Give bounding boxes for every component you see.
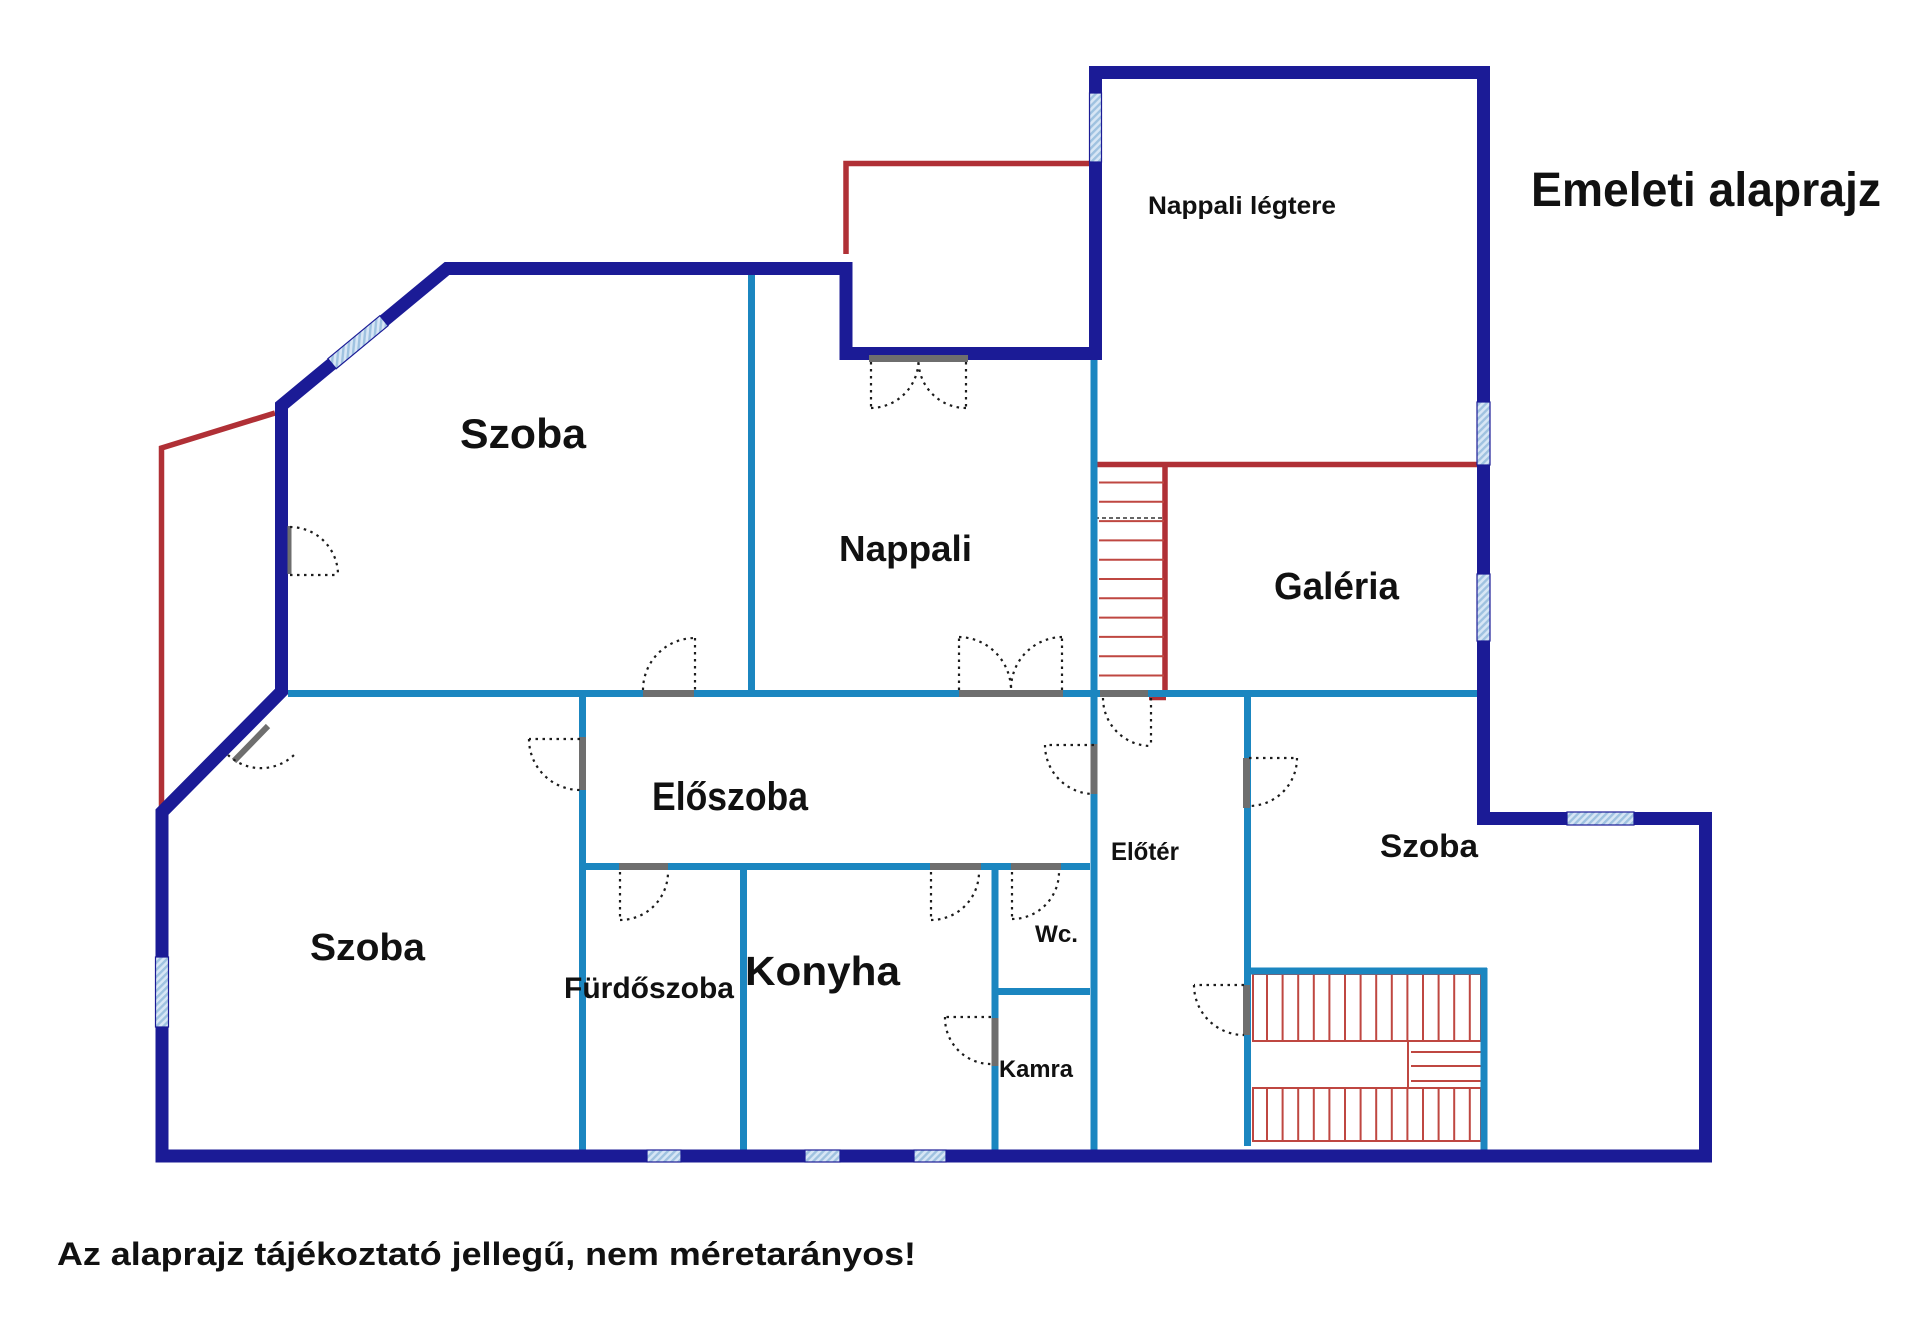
svg-text:Kamra: Kamra [999,1056,1074,1083]
svg-text:Szoba: Szoba [460,410,587,457]
svg-text:Szoba: Szoba [1380,828,1478,864]
svg-text:Konyha: Konyha [745,948,901,994]
svg-text:Nappali légtere: Nappali légtere [1148,192,1336,220]
svg-text:Előszoba: Előszoba [652,775,809,819]
svg-text:Fürdőszoba: Fürdőszoba [564,972,734,1005]
svg-text:Emeleti alaprajz: Emeleti alaprajz [1531,164,1881,217]
svg-text:Előtér: Előtér [1111,838,1179,866]
svg-text:Az alaprajz tájékoztató jelleg: Az alaprajz tájékoztató jellegű, nem mér… [57,1236,916,1272]
svg-text:Nappali: Nappali [839,528,972,569]
svg-text:Szoba: Szoba [310,927,426,969]
svg-text:Galéria: Galéria [1274,566,1400,608]
svg-text:Wc.: Wc. [1035,921,1078,948]
